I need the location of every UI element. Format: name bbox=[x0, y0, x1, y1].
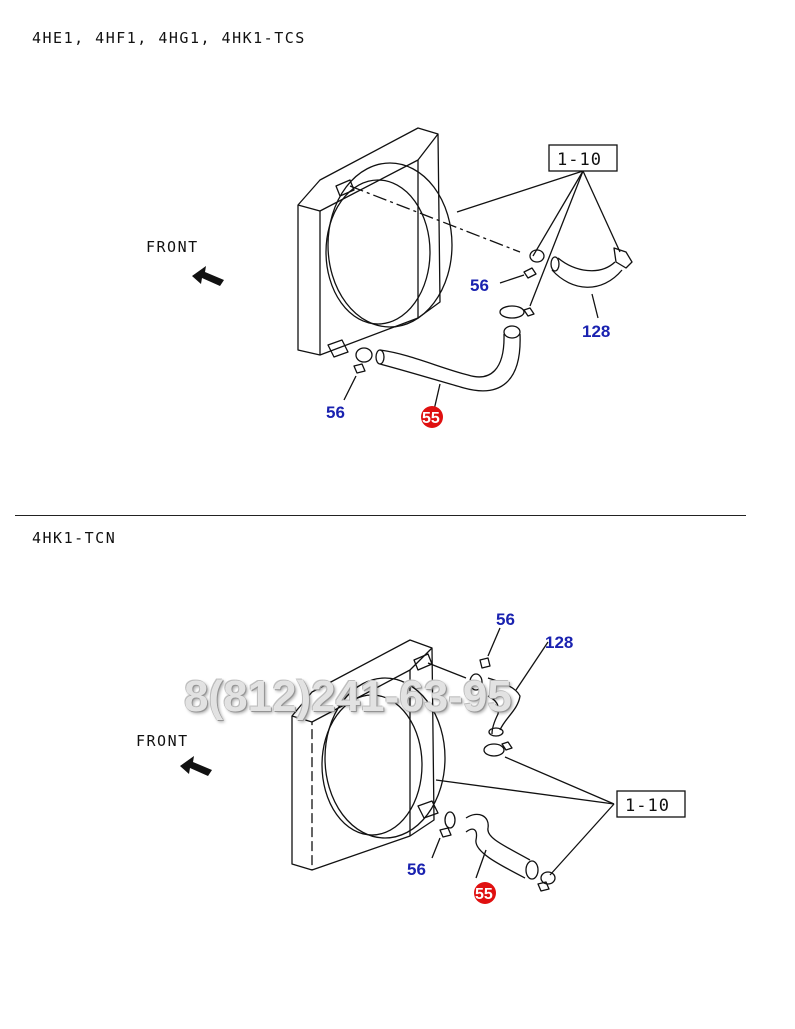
ref-box-label: 1-10 bbox=[557, 150, 602, 170]
upper-clamp bbox=[499, 249, 545, 284]
mid-clamp bbox=[499, 305, 535, 319]
callout-clamp-upper: 56 bbox=[470, 276, 489, 295]
callout-hose-lower: 55 bbox=[422, 410, 440, 427]
radiator-assembly bbox=[291, 639, 446, 871]
ref-box bbox=[548, 144, 618, 172]
callout-badge-hose-lower bbox=[474, 882, 496, 904]
callout-clamp-lower: 56 bbox=[326, 403, 345, 422]
lower-hose bbox=[444, 811, 539, 880]
front-arrow-icon bbox=[192, 266, 224, 286]
upper-clamp bbox=[479, 627, 501, 669]
phone-watermark: 8(812)241-63-95 bbox=[184, 672, 512, 721]
lower-clamp bbox=[343, 347, 373, 401]
callout-hose-lower: 55 bbox=[475, 886, 493, 903]
front-label: FRONT bbox=[146, 238, 199, 256]
callout-hose-upper: 128 bbox=[582, 322, 610, 341]
ref-box bbox=[616, 790, 686, 818]
front-label: FRONT bbox=[136, 732, 189, 750]
upper-hose bbox=[550, 247, 633, 319]
radiator-assembly bbox=[297, 127, 453, 358]
callout-clamp-lower: 56 bbox=[407, 860, 426, 879]
front-arrow-icon bbox=[180, 756, 212, 776]
callout-badge-hose-lower bbox=[421, 406, 443, 428]
mid-clamp bbox=[483, 741, 513, 757]
ref-leader-lines bbox=[427, 662, 615, 876]
ref-box-label: 1-10 bbox=[625, 796, 670, 816]
callout-hose-upper: 128 bbox=[545, 633, 573, 652]
section2-title: 4HK1-TCN bbox=[32, 529, 117, 547]
section2-diagram: FRONT 1-10 56 128 56 55 bbox=[136, 610, 686, 904]
section1-title: 4HE1, 4HF1, 4HG1, 4HK1-TCS bbox=[32, 29, 306, 47]
section1-diagram: FRONT 1-10 56 128 56 55 bbox=[146, 127, 633, 428]
ref-leader-lines bbox=[349, 170, 621, 307]
callout-clamp-upper: 56 bbox=[496, 610, 515, 629]
section-divider bbox=[15, 515, 746, 516]
lower-clamp bbox=[431, 827, 556, 892]
upper-hose bbox=[469, 641, 549, 737]
lower-hose bbox=[375, 325, 521, 411]
